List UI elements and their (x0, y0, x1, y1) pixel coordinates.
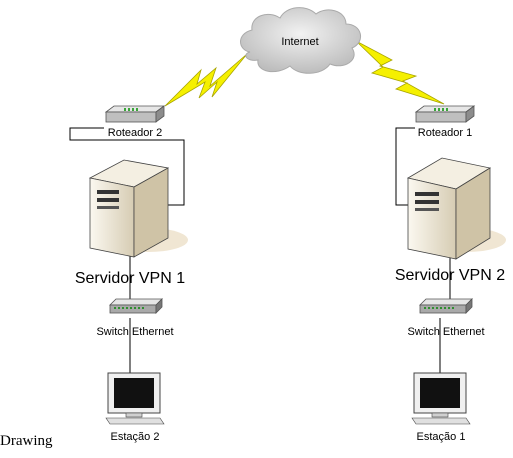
switch-right-label: Switch Ethernet (407, 326, 484, 338)
internet-cloud: Internet (240, 7, 361, 74)
server-vpn-2-label: Servidor VPN 2 (395, 267, 505, 284)
switch-ethernet-right: Switch Ethernet (407, 298, 485, 338)
router-1: Roteador 1 (414, 105, 476, 139)
drawing-caption: Drawing (0, 433, 53, 449)
internet-label: Internet (281, 36, 318, 48)
wireless-link-right (355, 40, 445, 105)
wireless-link-left (164, 53, 248, 107)
connection-wires (69, 127, 451, 376)
server-vpn-2: Servidor VPN 2 (395, 157, 506, 284)
server-vpn-1: Servidor VPN 1 (75, 159, 188, 287)
router-2: Roteador 2 (104, 105, 166, 139)
server-vpn-1-label: Servidor VPN 1 (75, 270, 185, 287)
switch-left-label: Switch Ethernet (96, 326, 173, 338)
station-2-label: Estação 2 (111, 431, 160, 443)
router-2-label: Roteador 2 (108, 127, 162, 139)
switch-ethernet-left: Switch Ethernet (96, 298, 174, 338)
router-1-label: Roteador 1 (418, 127, 472, 139)
station-1: Estação 1 (411, 372, 471, 443)
station-2: Estação 2 (105, 372, 165, 443)
station-1-label: Estação 1 (417, 431, 466, 443)
